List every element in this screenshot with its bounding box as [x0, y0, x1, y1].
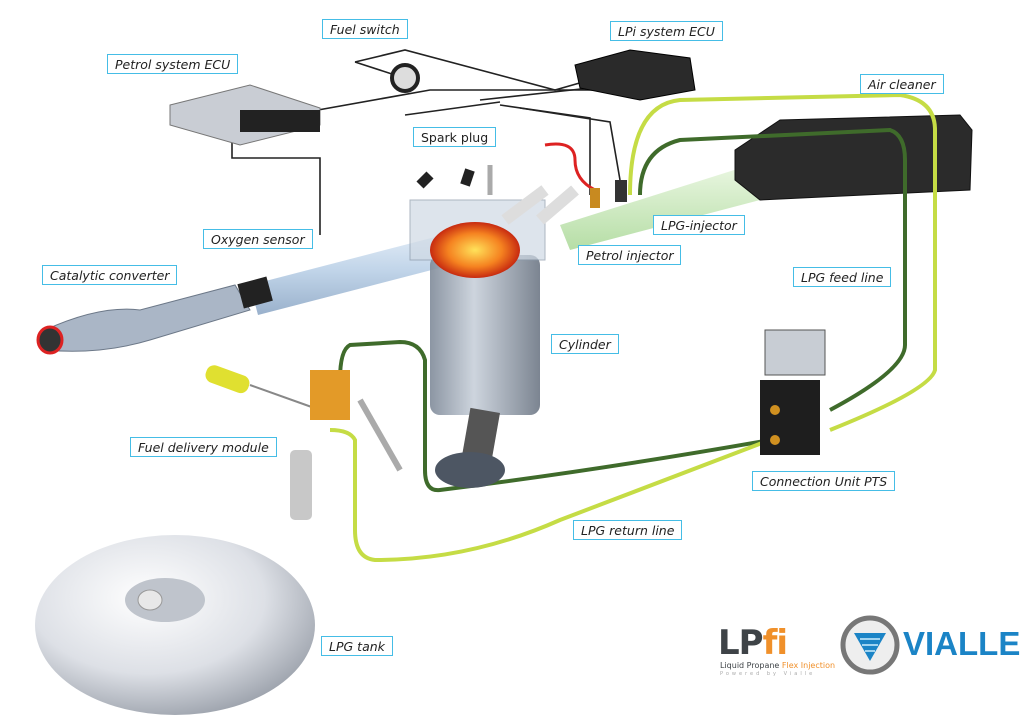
fuel-delivery-module-unit [205, 365, 403, 520]
engine-cylinder [409, 142, 627, 488]
lpfi-lp: LP [718, 623, 764, 663]
fuel-switch-dial [390, 63, 420, 93]
lpfi-wordmark: LPfi [718, 623, 788, 663]
vialle-wordmark: VIALLE [903, 625, 1021, 662]
lpfi-subtitle: Liquid Propane Flex Injection [720, 661, 835, 670]
lpfi-vialle-logo: LPfi Liquid Propane Flex Injection Power… [718, 615, 1021, 677]
lpg-feed-line [338, 127, 907, 493]
label-petrol-system-ecu: Petrol system ECU [107, 54, 239, 74]
label-cylinder: Cylinder [551, 334, 619, 354]
intake-manifold [560, 165, 760, 250]
label-fuel-switch: Fuel switch [322, 19, 408, 39]
lpfi-subtitle-a: Liquid Propane [720, 661, 782, 670]
lpfi-fi: fi [762, 623, 788, 663]
lpfi-subtitle-b: Flex Injection [781, 661, 836, 670]
wiring-harness [231, 49, 621, 235]
label-catalytic-converter: Catalytic converter [42, 265, 178, 285]
label-lpg-feed-line: LPG feed line [793, 267, 892, 287]
petrol-ecu-unit [169, 84, 321, 146]
label-connection-unit-pts: Connection Unit PTS [752, 471, 896, 491]
label-lpi-system-ecu: LPi system ECU [610, 21, 723, 41]
lpg-return-line [329, 92, 937, 563]
lpg-toroidal-tank [35, 535, 315, 715]
label-lpg-injector: LPG-injector [653, 215, 745, 235]
label-air-cleaner: Air cleaner [860, 74, 944, 94]
vialle-emblem-icon [840, 615, 900, 675]
label-lpg-tank: LPG tank [321, 636, 393, 656]
lpi-ecu-unit [574, 49, 696, 101]
label-fuel-delivery-module: Fuel delivery module [130, 437, 277, 457]
label-petrol-injector: Petrol injector [578, 245, 682, 265]
label-lpg-return-line: LPG return line [573, 520, 683, 540]
label-spark-plug: Spark plug [413, 127, 497, 147]
powered-by-text: Powered by Vialle [720, 671, 816, 677]
label-oxygen-sensor: Oxygen sensor [203, 229, 313, 249]
connection-unit-pts [760, 329, 826, 455]
